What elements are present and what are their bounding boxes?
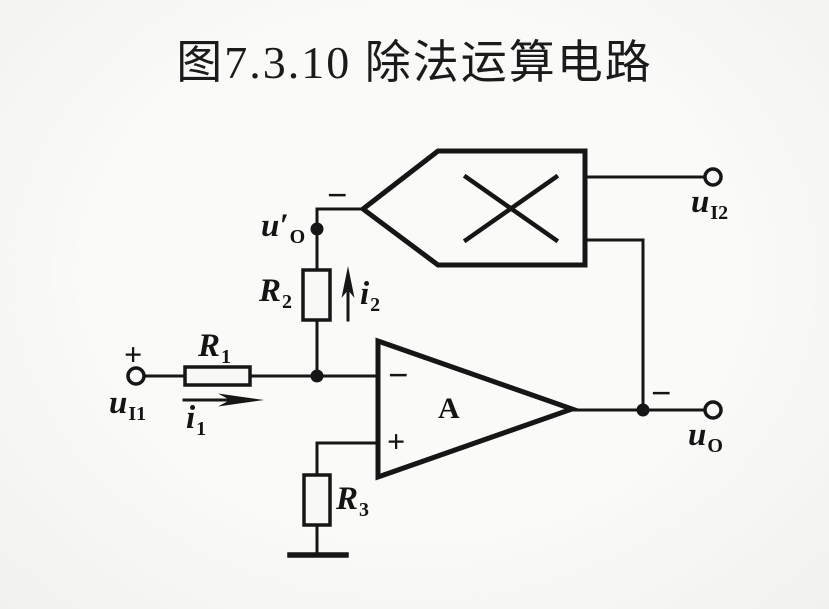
opamp-inverting-minus-sign: − [388,355,409,395]
opamp-noninverting-plus-sign: + [387,423,406,459]
r2-sub: 2 [282,291,293,313]
uo-prime-label: u′O [261,208,306,248]
resistor-r1 [183,365,252,387]
terminal-ui1 [126,366,146,386]
i2-sub: 2 [370,294,381,316]
figure-title: 图7.3.10 除法运算电路 [176,37,653,88]
r1-label: R1 [198,328,232,368]
u-o-sub: O [707,435,723,457]
r3-base: R [336,481,359,517]
r1-base: R [198,328,221,364]
node-dot-uo-prime [310,222,324,236]
u-i2-label: uI2 [691,184,729,224]
r3-label: R3 [336,481,370,521]
uo-prime-sub: O [289,226,306,248]
multiplier-body [358,148,588,268]
u-i1-label: uI1 [109,385,147,425]
u-i2-sub: I2 [710,202,729,224]
i2-base: i [360,276,370,312]
opamp-gain-label: A [438,392,461,425]
r3-sub: 3 [359,499,370,521]
r1-sub: 1 [221,346,232,368]
u-i1-sub: I1 [128,403,147,425]
resistor-r2 [301,268,332,322]
u-i2-base: u [691,184,710,220]
i2-label: i2 [360,276,381,316]
u-i1-base: u [109,385,128,421]
i1-label: i1 [186,400,207,440]
uo-prime-base: u′ [261,208,289,244]
i1-arrow-head [218,393,264,407]
output-minus-sign: − [651,373,672,413]
terminal-ui2 [703,167,723,187]
resistor-r3 [302,473,332,527]
u-o-label: uO [688,417,723,457]
i1-base: i [186,400,196,436]
opamp-body [375,337,580,481]
terminal-uo [703,400,723,420]
u-o-base: u [688,417,707,453]
r2-label: R2 [259,273,293,313]
input1-plus-sign: + [124,336,143,372]
multiplier-x-stroke-2 [462,173,560,244]
multiplier-input-minus-sign: − [327,175,348,215]
i2-arrow-head [341,266,355,298]
junction-dot-output [636,403,650,417]
r2-base: R [259,273,282,309]
i1-sub: 1 [196,418,207,440]
